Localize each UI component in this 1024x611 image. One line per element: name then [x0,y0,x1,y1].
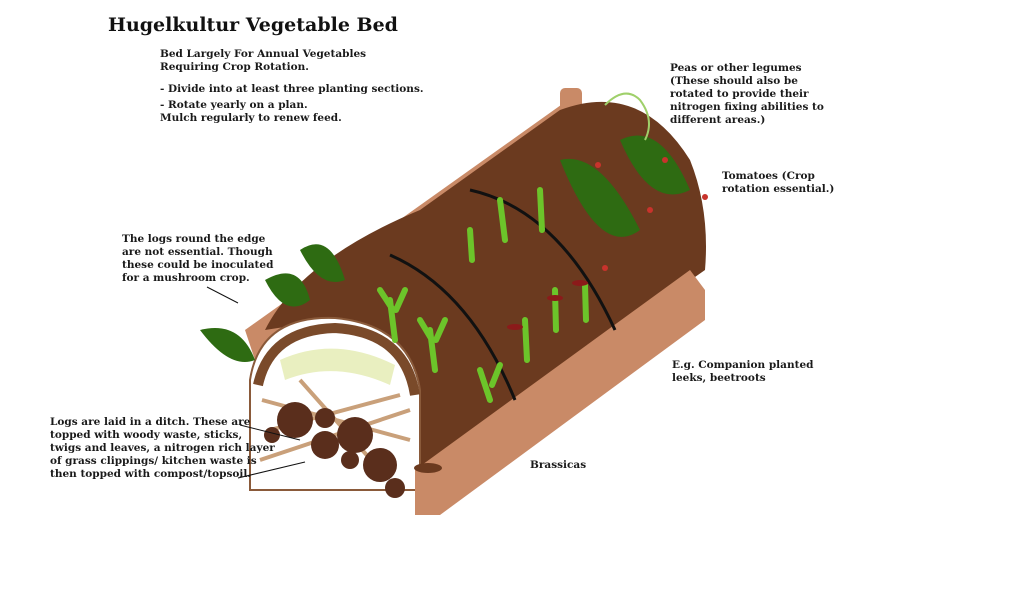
intro-bullet-rotate: - Rotate yearly on a plan. Mulch regular… [160,99,342,124]
leek-plants [377,187,589,403]
label-layers: Logs are laid in a ditch. These are topp… [50,416,275,480]
intro-heading: Bed Largely For Annual Vegetables Requir… [160,48,367,73]
section-divider [469,188,617,331]
pea-vine [604,92,650,141]
label-companion: E.g. Companion planted leeks, beetroots [672,359,814,384]
cross-section [249,316,421,498]
plants [200,135,690,362]
label-tomatoes: Tomatoes (Crop rotation essential.) [722,170,835,195]
label-logs-edge: The logs round the edge are not essentia… [122,233,274,284]
section-divider [389,253,517,401]
diagram-title: Hugelkultur Vegetable Bed [108,14,398,36]
label-peas: Peas or other legumes (These should also… [670,62,824,126]
beetroots [507,280,588,330]
leader-lines [206,286,306,479]
front-log-row [414,270,705,515]
label-brassicas: Brassicas [530,459,587,471]
intro-bullet-divide: - Divide into at least three planting se… [160,83,424,95]
